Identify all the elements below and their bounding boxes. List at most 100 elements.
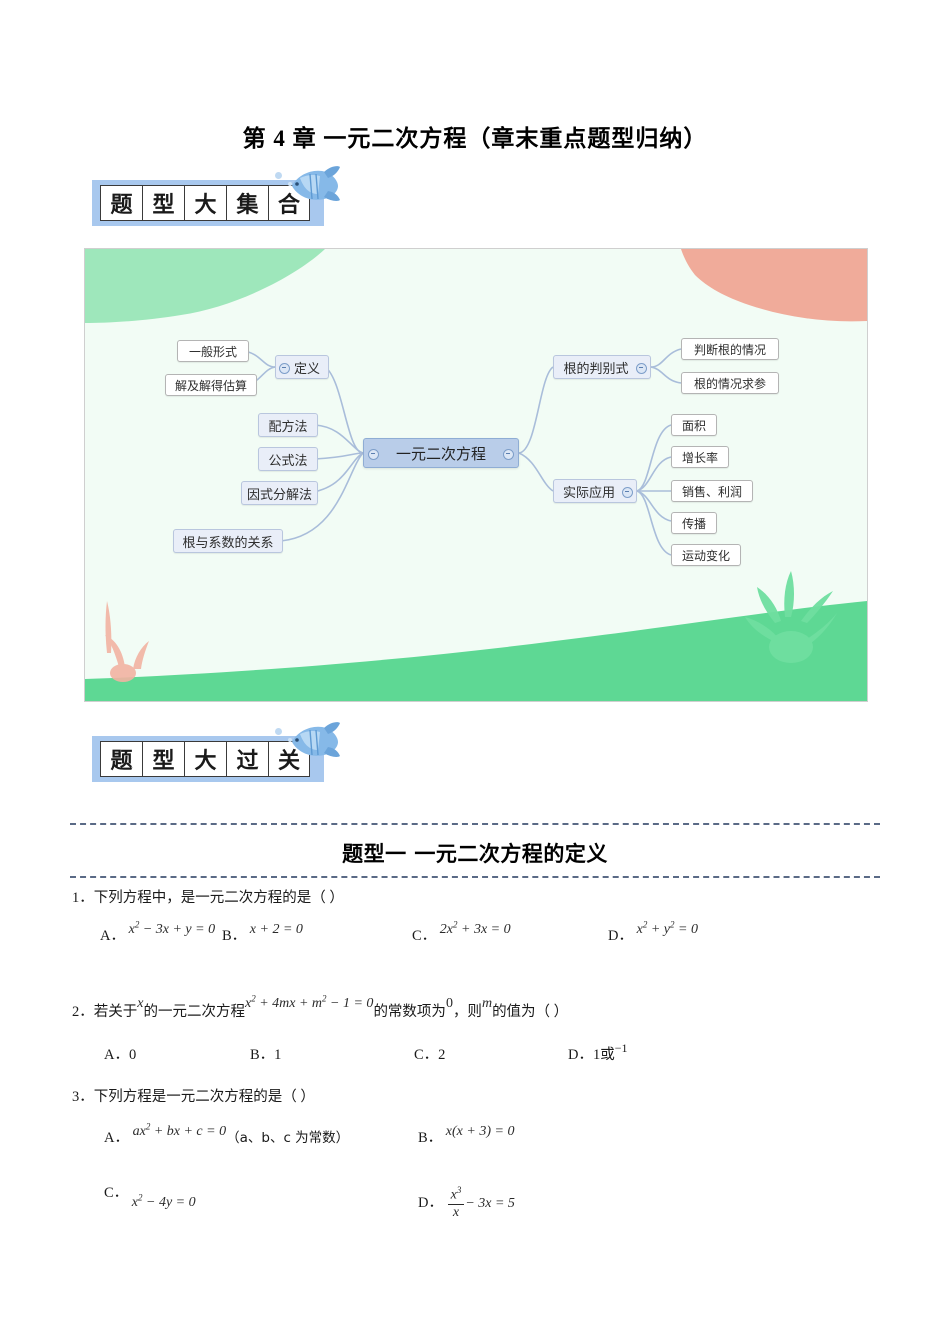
option-text: 0 [128, 1047, 137, 1063]
option-text: 1或 [592, 1047, 615, 1063]
bubble-dot-icon [288, 738, 292, 742]
fraction-denominator: x [452, 1204, 460, 1220]
question-1-option-d[interactable]: D． x2 + y2 = 0 [608, 919, 698, 945]
collapse-knob-icon[interactable] [636, 362, 647, 374]
option-math: x + 2 = 0 [249, 922, 303, 937]
option-note: （a、b、c 为常数） [226, 1130, 350, 1146]
divider-bottom [70, 876, 880, 878]
question-variable: x [137, 996, 144, 1011]
bubble-dot-icon [275, 172, 282, 179]
divider-top [70, 823, 880, 825]
question-3-stem: 3．下列方程是一元二次方程的是（ ） [72, 1085, 315, 1106]
mindmap-leaf-solution-estimation: 解及解得估算 [165, 374, 257, 396]
question-text-part3: 的常数项为 [373, 1004, 446, 1020]
option-label: D． [608, 928, 633, 944]
fraction-numerator: x3 [447, 1185, 465, 1205]
option-label: D． [568, 1047, 593, 1063]
mindmap-leaf-sales-profit: 销售、利润 [671, 480, 753, 502]
question-equation: x2 + 4mx + m2 − 1 = 0 [244, 993, 374, 1011]
question-2-option-d[interactable]: D．1或−1 [568, 1041, 628, 1064]
question-2-option-b[interactable]: B．1 [250, 1043, 281, 1064]
mindmap-leaf-area: 面积 [671, 414, 717, 436]
question-text: 下列方程中，是一元二次方程的是（ ） [93, 890, 344, 906]
option-math: x2 − 3x + y = 0 [128, 919, 216, 937]
page-title: 第 4 章 一元二次方程（章末重点题型归纳） [242, 126, 708, 151]
option-label: C． [414, 1047, 439, 1063]
mindmap-branch-quadratic-formula: 公式法 [258, 447, 318, 471]
question-text: 下列方程是一元二次方程的是（ ） [93, 1089, 315, 1105]
collapse-knob-icon[interactable] [279, 362, 290, 374]
mindmap-branch-discriminant: 根的判别式 [553, 355, 651, 379]
question-text-part1: 若关于 [93, 1004, 138, 1020]
badge-char: 关 [268, 741, 310, 777]
badge-char: 集 [226, 185, 268, 221]
question-text-part4: ，则 [452, 1004, 482, 1020]
mindmap-leaf-growth-rate: 增长率 [671, 446, 729, 468]
question-number: 1． [72, 890, 94, 906]
mindmap-leaf-spread: 传播 [671, 512, 717, 534]
option-math-tail: − 3x = 5 [465, 1196, 515, 1212]
option-text: 1 [274, 1047, 282, 1063]
question-2-stem: 2．若关于x的一元二次方程x2 + 4mx + m2 − 1 = 0的常数项为0… [72, 993, 569, 1021]
option-label: B． [418, 1130, 443, 1146]
option-math: x(x + 3) = 0 [445, 1124, 515, 1139]
option-math: x2 − 4y = 0 [131, 1192, 196, 1210]
badge-題型大过关: 题 型 大 过 关 [84, 722, 340, 786]
mindmap-leaf-judge-roots: 判断根的情况 [681, 338, 779, 360]
badge-cells: 题 型 大 集 合 [100, 185, 310, 221]
question-2-option-a[interactable]: A．0 [104, 1043, 136, 1064]
badge-char: 过 [226, 741, 268, 777]
option-label: A． [100, 928, 125, 944]
option-label: A． [104, 1047, 129, 1063]
fish-icon [292, 166, 340, 201]
mindmap-figure: 一般形式 解及解得估算 定义 配方法 公式法 因式分解法 根与系数的关系 一元二… [84, 248, 868, 702]
question-1-option-b[interactable]: B． x + 2 = 0 [222, 922, 303, 945]
mindmap-branch-definition: 定义 [275, 355, 329, 379]
question-text-part5: 的值为（ ） [492, 1004, 569, 1020]
option-label: C． [104, 1185, 129, 1201]
question-3-option-a[interactable]: A． ax2 + bx + c = 0（a、b、c 为常数） [104, 1121, 350, 1147]
question-variable-m: m [481, 996, 493, 1011]
badge-題型大集合: 题 型 大 集 合 [84, 166, 340, 230]
question-2-option-c[interactable]: C．2 [414, 1043, 445, 1064]
bubble-dot-icon [288, 182, 292, 186]
badge-char: 题 [100, 185, 142, 221]
section-heading: 题型一 一元二次方程的定义 [342, 841, 608, 866]
option-label: B． [250, 1047, 275, 1063]
badge-cells: 题 型 大 过 关 [100, 741, 310, 777]
badge-char: 大 [184, 741, 226, 777]
question-1-option-c[interactable]: C． 2x2 + 3x = 0 [412, 919, 511, 945]
bubble-dot-icon [275, 728, 282, 735]
option-label: D． [418, 1195, 443, 1212]
option-text: 2 [438, 1047, 446, 1063]
collapse-knob-icon[interactable] [368, 448, 379, 460]
option-math: ax2 + bx + c = 0 [132, 1121, 227, 1139]
option-label: A． [104, 1130, 129, 1146]
mindmap-leaf-find-parameter: 根的情况求参 [681, 372, 779, 394]
question-number: 2． [72, 1004, 94, 1020]
option-label: B． [222, 928, 247, 944]
question-text-part2: 的一元二次方程 [143, 1004, 245, 1020]
badge-char: 大 [184, 185, 226, 221]
fish-icon [292, 722, 340, 757]
question-number: 3． [72, 1089, 94, 1105]
mindmap-leaf-motion-change: 运动变化 [671, 544, 741, 566]
mindmap-branch-applications: 实际应用 [553, 479, 637, 503]
collapse-knob-icon[interactable] [622, 486, 633, 498]
question-constant-value: 0 [445, 996, 453, 1011]
option-superscript: −1 [614, 1041, 628, 1055]
collapse-knob-icon[interactable] [503, 448, 514, 460]
question-3-option-c[interactable]: C． x2 − 4y = 0 [104, 1185, 196, 1211]
question-3-option-b[interactable]: B． x(x + 3) = 0 [418, 1124, 515, 1147]
mindmap-root-node: 一元二次方程 [363, 438, 519, 468]
mindmap-leaf-general-form: 一般形式 [177, 340, 249, 362]
mindmap-branch-completing-square: 配方法 [258, 413, 318, 437]
question-1-option-a[interactable]: A． x2 − 3x + y = 0 [100, 919, 216, 945]
mindmap-branch-root-coefficient-relation: 根与系数的关系 [173, 529, 283, 553]
option-math: 2x2 + 3x = 0 [439, 919, 511, 937]
option-label: C． [412, 928, 437, 944]
question-1-stem: 1．下列方程中，是一元二次方程的是（ ） [72, 886, 344, 907]
